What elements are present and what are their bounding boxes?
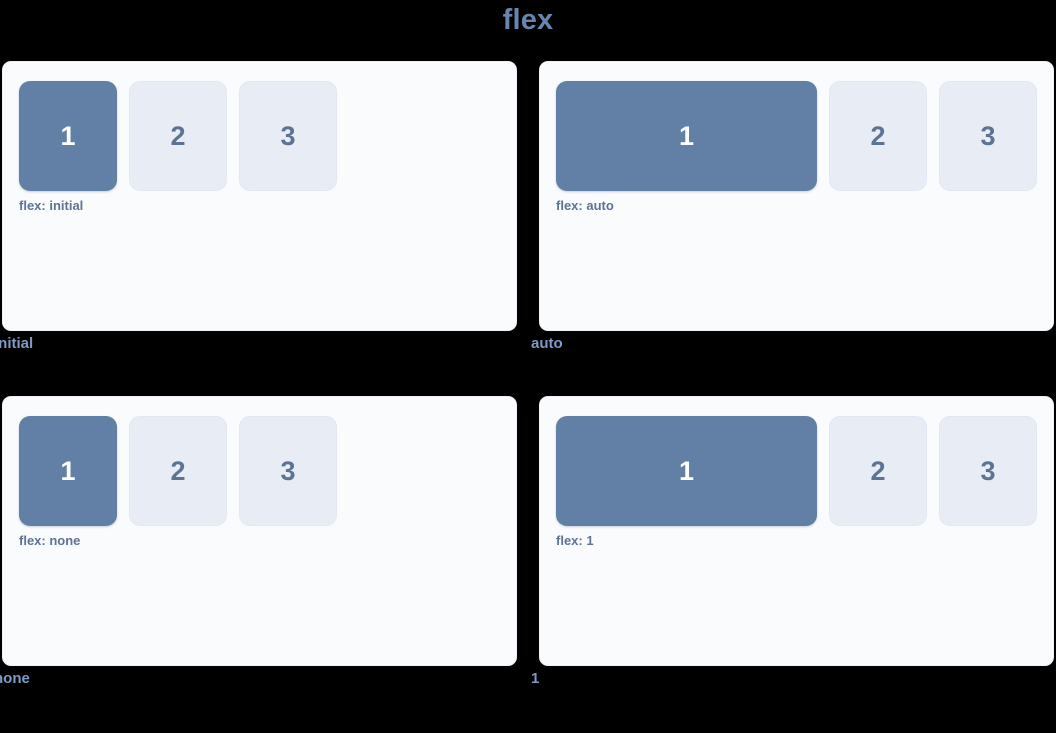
flex-container-auto: 1 2 3: [556, 81, 1053, 191]
flex-container-initial: 1 2 3: [19, 81, 516, 191]
flex-item-3: 3: [239, 416, 337, 526]
flex-item-3: 3: [239, 81, 337, 191]
demo-cell-auto: 1 2 3 flex: auto auto: [531, 61, 1054, 354]
demo-panel-initial: 1 2 3 flex: initial: [2, 61, 517, 331]
flex-item-1: 1: [19, 81, 117, 191]
flex-item-2: 2: [129, 416, 227, 526]
flex-container-none: 1 2 3: [19, 416, 516, 526]
demo-cell-none: 1 2 3 flex: none none: [0, 396, 517, 689]
demo-label-auto: auto: [531, 335, 563, 352]
demo-label-initial: initial: [0, 335, 34, 352]
demo-caption-initial: flex: initial: [19, 198, 84, 213]
flex-item-1: 1: [556, 416, 817, 526]
flex-item-1: 1: [556, 81, 817, 191]
demo-panel-auto: 1 2 3 flex: auto: [539, 61, 1054, 331]
demo-panel-one: 1 2 3 flex: 1: [539, 396, 1054, 666]
flex-item-2: 2: [129, 81, 227, 191]
flex-item-3: 3: [939, 81, 1037, 191]
flex-item-2: 2: [829, 416, 927, 526]
flex-item-1: 1: [19, 416, 117, 526]
flex-item-2: 2: [829, 81, 927, 191]
demo-caption-none: flex: none: [19, 533, 81, 548]
demo-cell-one: 1 2 3 flex: 1 1: [531, 396, 1054, 689]
flex-demo-grid: 1 2 3 flex: initial initial 1 2 3 flex: …: [0, 61, 1056, 689]
flex-item-3: 3: [939, 416, 1037, 526]
demo-label-one: 1: [531, 670, 540, 687]
demo-label-none: none: [0, 670, 30, 687]
flex-container-one: 1 2 3: [556, 416, 1053, 526]
demo-caption-auto: flex: auto: [556, 198, 614, 213]
demo-panel-none: 1 2 3 flex: none: [2, 396, 517, 666]
demo-cell-initial: 1 2 3 flex: initial initial: [0, 61, 517, 354]
demo-caption-one: flex: 1: [556, 533, 594, 548]
page-title: flex: [502, 4, 554, 36]
